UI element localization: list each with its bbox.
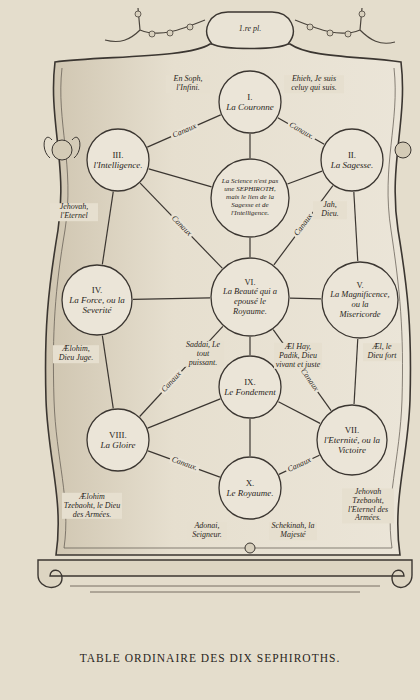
sephira-name: La Force, ou la Severité (68, 295, 126, 315)
garland-beads (135, 11, 365, 37)
circle-shape (219, 356, 281, 418)
channel-line (290, 297, 321, 299)
channel-line (148, 451, 220, 477)
channel-line (278, 118, 324, 144)
garland (105, 8, 395, 43)
divine-name: Æl Hay, Padik, Dieu vivant et juste (274, 343, 322, 369)
channel-line (354, 192, 358, 261)
circle-shape (62, 265, 132, 335)
sephira-circle: V.La Magnificence, ou la Misericorde (321, 261, 399, 339)
channel-line (149, 169, 212, 187)
channel-line (273, 330, 331, 411)
sephira-circle: VII.l'Eternité, ou la Victoire (316, 404, 388, 476)
sephira-circle: I.La Couronne (218, 70, 282, 134)
channel-line (249, 337, 250, 355)
divine-name: Saddai, Le tout puissant. (182, 341, 224, 367)
sephira-name: Le Fondement (224, 387, 276, 397)
knob (245, 543, 255, 553)
frame-panel (46, 44, 411, 555)
channel-line (102, 192, 113, 265)
circle-shape (322, 262, 398, 338)
sephira-number: V. (356, 281, 363, 291)
divine-name: Schekinah, la Majesté (269, 522, 317, 540)
divine-name: Jah, Dieu. (313, 201, 347, 219)
circle-shape (87, 409, 149, 471)
circle-shape (317, 405, 387, 475)
sephira-name: Le Royaume. (227, 488, 274, 498)
sephira-circle: VIII.La Gloire (86, 408, 150, 472)
sephira-name: La Couronne (226, 102, 273, 112)
sephira-name: l'Intelligence. (93, 160, 142, 170)
circle-shape (211, 258, 289, 336)
divine-name: Ælohim, Dieu Juge. (53, 345, 99, 363)
sephira-name: l'Eternité, ou la Victoire (323, 435, 381, 455)
sephira-number: II. (348, 150, 356, 160)
channel-line (249, 134, 250, 158)
sephira-circle: X.Le Royaume. (218, 456, 282, 520)
base-ledge (70, 586, 380, 592)
sephira-number: VI. (244, 278, 255, 288)
channel-line (148, 399, 221, 428)
circle-shape (321, 129, 383, 191)
divine-name: Jehovah Tzebaoht, l'Eternel des Armées. (342, 488, 394, 523)
frame-inner-line (53, 68, 402, 548)
circle-shape (211, 159, 289, 237)
channel-line (354, 339, 358, 404)
channel-line (249, 419, 250, 456)
sephira-name: La Sagesse. (331, 160, 374, 170)
divine-name: Æl, le Dieu fort (363, 343, 401, 361)
sephira-number: VII. (345, 425, 360, 435)
channel-line (140, 183, 222, 268)
sephira-number: IV. (92, 285, 103, 295)
circle-shape (219, 71, 281, 133)
circle-shape (87, 129, 149, 191)
sephira-circle: La Science n'est pas une SEPHIROTH, mais… (210, 158, 290, 238)
channel-line (287, 171, 322, 184)
divine-name: Ælohim Tzebaoht, le Dieu des Armées. (62, 493, 122, 519)
channel-line (133, 298, 210, 300)
sephira-circle: II.La Sagesse. (320, 128, 384, 192)
sephira-name: La Beauté qui a epousé le Royaume. (219, 287, 281, 316)
sephira-number: I. (247, 92, 252, 102)
sephira-number: III. (112, 150, 123, 160)
sephira-number: IX. (244, 377, 256, 387)
sephira-number: X. (246, 478, 255, 488)
cartouche (207, 12, 293, 49)
plate-title: TABLE ORDINAIRE DES DIX SEPHIROTHS. (0, 652, 420, 664)
sephira-circle: III.l'Intelligence. (86, 128, 150, 192)
base-scroll (38, 560, 412, 587)
sephira-circle: VI.La Beauté qui a epousé le Royaume. (210, 257, 290, 337)
divine-name: Ehieh, Je suis celuy qui suis. (284, 75, 344, 93)
plate-number: 1.re pl. (238, 25, 263, 34)
divine-name: Adonai, Seigneur. (187, 522, 227, 540)
channel-line (279, 455, 319, 474)
sephira-name: La Gloire (101, 440, 136, 450)
channel-line (278, 402, 320, 424)
channel-line (249, 238, 250, 257)
sephira-circle: IV.La Force, ou la Severité (61, 264, 133, 336)
channel-line (147, 115, 220, 147)
sephira-number: VIII. (109, 430, 127, 440)
divine-name: En Soph, l'Infini. (166, 75, 210, 93)
sephira-name: La Science n'est pas une SEPHIROTH, mais… (219, 178, 281, 217)
divine-name: Jehovah, l'Eternel (50, 203, 98, 221)
sephira-name: La Magnificence, ou la Misericorde (330, 290, 390, 319)
channel-line (102, 336, 113, 409)
circle-shape (219, 457, 281, 519)
sephira-circle: IX.Le Fondement (218, 355, 282, 419)
